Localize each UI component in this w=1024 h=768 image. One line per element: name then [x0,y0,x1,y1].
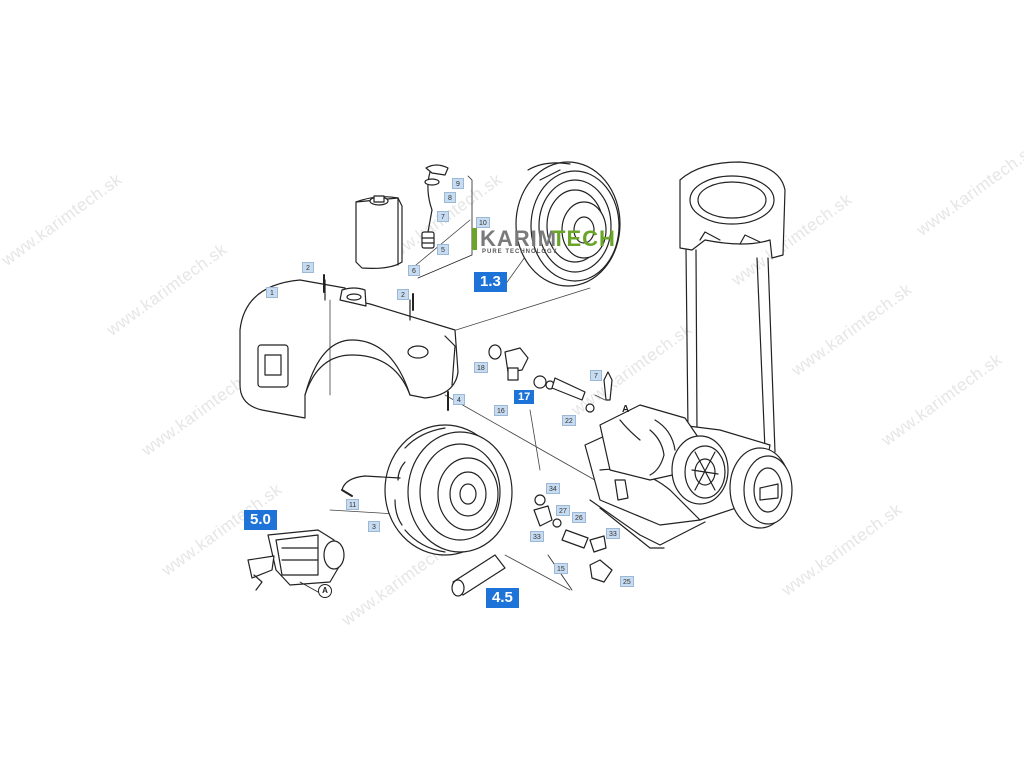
part-callout: 27 [556,505,570,516]
assembly-callout: 4.5 [486,588,519,608]
part-callout: 7 [437,211,449,222]
hood-cover [239,279,459,419]
part-callout: 2 [397,289,409,300]
part-callout: 22 [562,415,576,426]
part-callout: 16 [494,405,508,416]
detergent-tank [355,195,403,269]
part-callout: 11 [346,499,360,510]
logo-mark [472,228,477,250]
assembly-callout: 1.3 [474,272,507,292]
part-callout: 1 [266,287,278,298]
pump-motor [599,404,729,505]
fittings-upper [488,344,613,413]
part-callout: 33 [530,531,544,542]
brand-name-part2: TECH [552,226,616,251]
part-callout: 8 [444,192,456,203]
spray-gun-unit [247,529,345,593]
part-callout: 33 [606,528,620,539]
spray-lance [451,554,506,597]
part-callout: 6 [408,265,420,276]
assembly-callout: 17 [514,390,535,404]
screws [323,274,449,411]
brand-logo: KARIM TECH PURE TECHNOLOGY [472,226,632,266]
wheels [729,447,793,529]
brand-name-part1: KARIM [480,226,558,251]
assembly-callout: 5.0 [244,510,277,530]
hose-cable [341,475,401,497]
part-callout: 3 [368,521,380,532]
part-callout: 26 [572,512,586,523]
part-callout: 2 [302,262,314,273]
upper-hose-reel [515,161,621,287]
part-callout: 25 [620,576,634,587]
connection-marker: A [318,584,332,598]
trolley-frame [679,161,786,453]
part-callout: 5 [437,244,449,255]
part-callout: 7 [590,370,602,381]
part-callout: 18 [474,362,488,373]
connection-marker: A [622,404,630,415]
part-callout: 15 [554,563,568,574]
brand-tagline: PURE TECHNOLOGY [482,249,558,255]
part-callout: 10 [476,217,490,228]
tank-hose [417,164,473,279]
fittings-lower [533,494,613,591]
part-callout: 34 [546,483,560,494]
lower-hose-reel [384,424,513,556]
part-callout: 9 [452,178,464,189]
part-callout: 4 [453,394,465,405]
